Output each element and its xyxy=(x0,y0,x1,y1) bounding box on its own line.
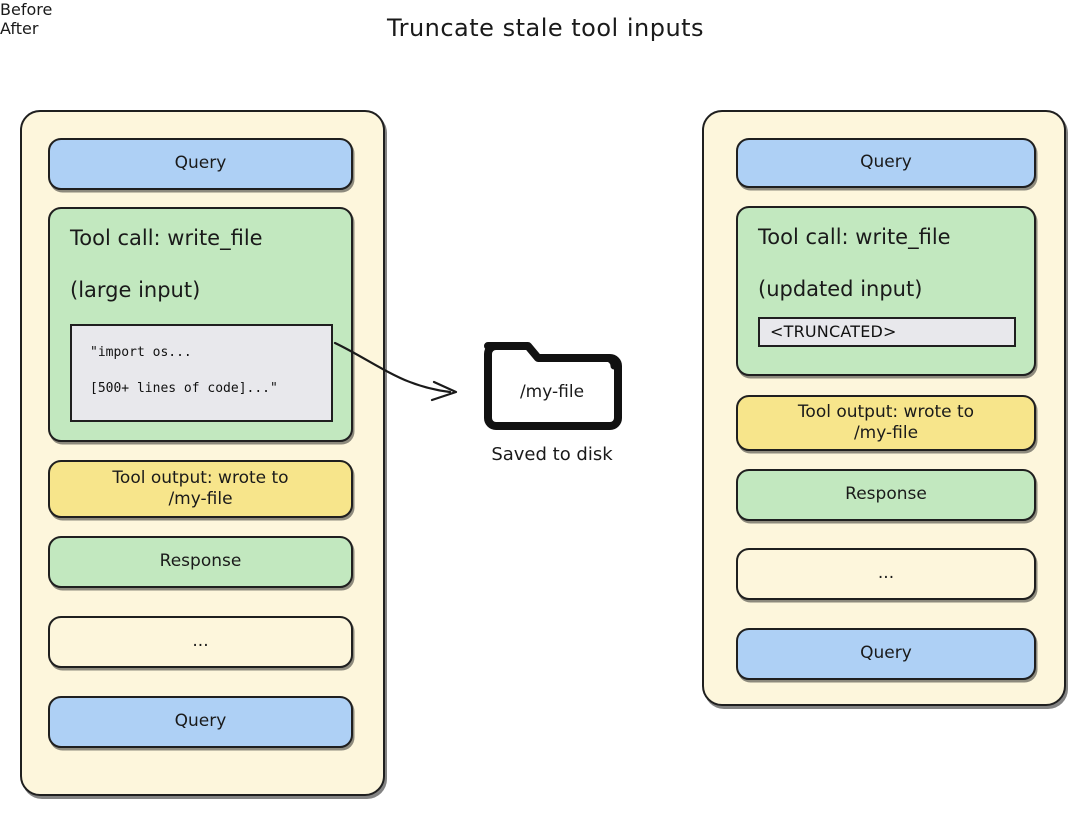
before-code-block: "import os... [500+ lines of code]..." xyxy=(70,323,333,422)
before-conversation-panel: Query Tool call: write_file (large input… xyxy=(20,110,385,796)
before-code-line-1: "import os... xyxy=(90,344,192,360)
before-code-line-2: [500+ lines of code]..." xyxy=(90,380,278,396)
before-tool-call-name: Tool call: write_file xyxy=(70,226,263,250)
after-query-top: Query xyxy=(736,138,1036,188)
folder-name-label: /my-file xyxy=(519,382,585,402)
folder-icon xyxy=(484,342,622,430)
after-query-bottom: Query xyxy=(736,628,1036,680)
after-response: Response xyxy=(736,469,1036,521)
before-tool-call-note: (large input) xyxy=(70,278,201,303)
before-query-bottom: Query xyxy=(48,696,353,748)
before-tool-output: Tool output: wrote to /my-file xyxy=(48,460,353,518)
saved-to-disk-group: /my-file Saved to disk xyxy=(478,332,638,472)
before-tool-call-block: Tool call: write_file (large input) "imp… xyxy=(48,207,353,442)
after-conversation-panel: Query Tool call: write_file (updated inp… xyxy=(702,110,1066,706)
before-column-heading: Before xyxy=(0,0,53,19)
after-truncated-block: <TRUNCATED> xyxy=(758,316,1016,347)
page-title: Truncate stale tool inputs xyxy=(386,14,705,42)
after-tool-call-name: Tool call: write_file xyxy=(758,225,951,249)
after-tool-output: Tool output: wrote to /my-file xyxy=(736,395,1036,451)
after-tool-call-note: (updated input) xyxy=(758,277,923,302)
before-response: Response xyxy=(48,536,353,588)
before-ellipsis: ... xyxy=(48,616,353,668)
after-ellipsis: ... xyxy=(736,548,1036,600)
after-column-heading: After xyxy=(0,19,39,38)
saved-to-disk-caption: Saved to disk xyxy=(491,444,613,465)
after-tool-call-block: Tool call: write_file (updated input) <T… xyxy=(736,206,1036,376)
before-query-top: Query xyxy=(48,138,353,190)
